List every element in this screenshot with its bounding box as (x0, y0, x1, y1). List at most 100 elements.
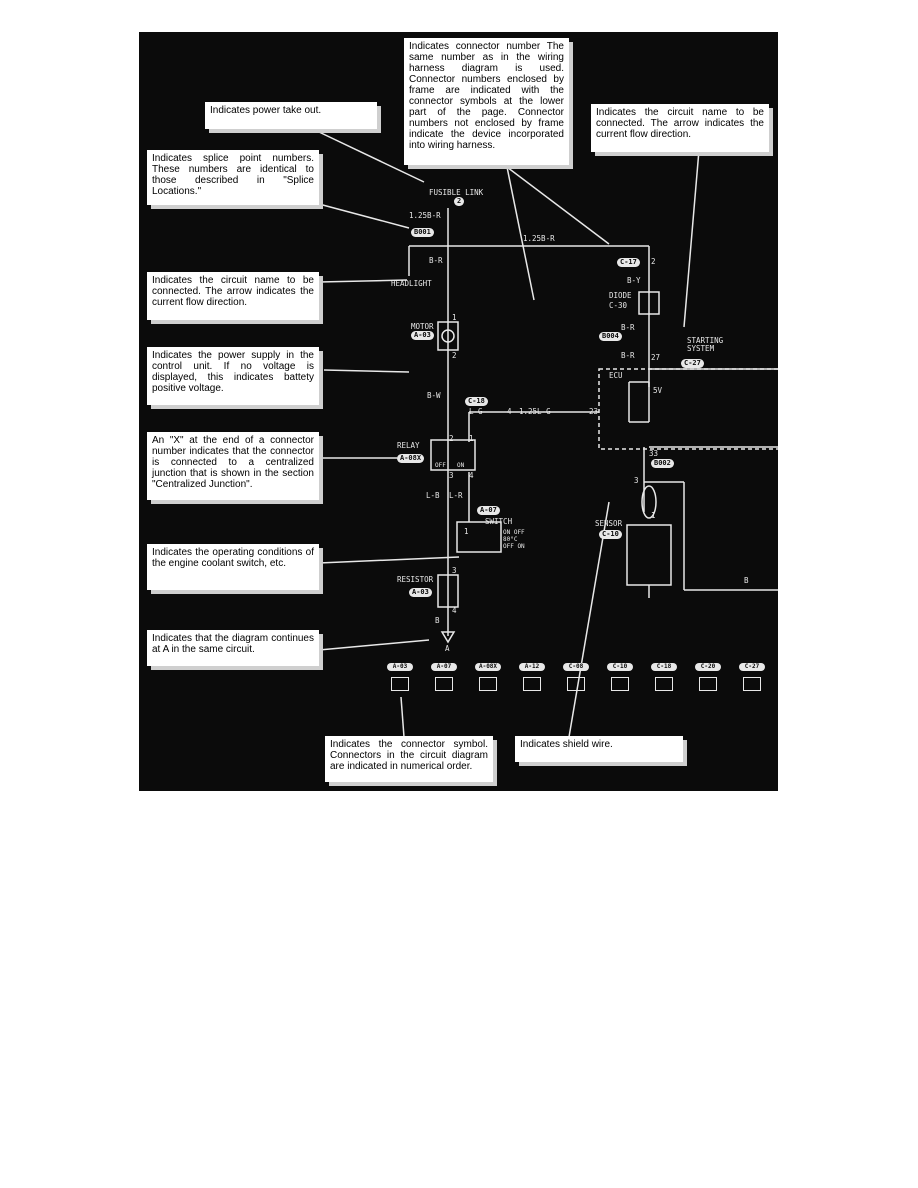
connector-symbol-icon (699, 677, 717, 691)
callout-power-supply: Indicates the power supply in the contro… (147, 347, 319, 405)
switch-box (456, 521, 502, 553)
connector-symbol-icon (479, 677, 497, 691)
connector-tag: C-18 (465, 397, 488, 406)
connector-tag: C-17 (617, 258, 640, 267)
callout-connector-number: Indicates connector number The same numb… (404, 38, 569, 165)
pin-number: 1 (464, 527, 469, 536)
diode-connector-label: C-30 (609, 301, 628, 310)
connector-legend-tag: A-08X (475, 663, 501, 671)
diode-symbol (638, 291, 660, 315)
wiring-diagram-panel: Indicates connector number The same numb… (139, 32, 778, 791)
connector-legend-tag: C-08 (563, 663, 589, 671)
callout-splice-point: Indicates splice point numbers. These nu… (147, 150, 319, 205)
shield-symbol (641, 485, 657, 519)
continuation-marker: A (445, 644, 450, 653)
pin-number: 4 (452, 606, 457, 615)
switch-temp-label: 80°C (503, 536, 518, 543)
callout-shield-wire: Indicates shield wire. (515, 736, 683, 762)
connector-symbol-icon (743, 677, 761, 691)
wire-label: L-G (469, 407, 483, 416)
connector-legend-tag: A-12 (519, 663, 545, 671)
wire-label: L-B (426, 491, 440, 500)
pin-number: 2 (651, 257, 656, 266)
callout-operating-conditions: Indicates the operating conditions of th… (147, 544, 319, 590)
pin-number: 27 (651, 353, 661, 362)
pin-number: 1 (469, 434, 474, 443)
pin-number: 3 (449, 471, 454, 480)
connector-symbol-icon (567, 677, 585, 691)
starting-system-label: STARTING SYSTEM (687, 336, 724, 353)
connector-tag: A-03 (409, 588, 432, 597)
wire-label: 1.25L-G (519, 407, 551, 416)
motor-symbol (441, 329, 455, 343)
wire-label: B-R (621, 351, 635, 360)
switch-state-label: OFF ON (503, 543, 525, 550)
wire-label: L-R (449, 491, 463, 500)
connector-legend-tag: A-07 (431, 663, 457, 671)
motor-box (437, 321, 459, 351)
wire-label: B (435, 616, 440, 625)
headlight-label: HEADLIGHT (391, 279, 432, 288)
sensor-box (626, 524, 672, 586)
connector-legend: A-03 A-07 A-08X A-12 C-08 C-10 C-18 C-20 C-27 (379, 657, 777, 697)
diode-label: DIODE (609, 291, 632, 300)
callout-power-take-out: Indicates power take out. (205, 102, 377, 129)
connector-symbol-icon (435, 677, 453, 691)
pin-number: 2 (449, 434, 454, 443)
connector-legend-tag: C-10 (607, 663, 633, 671)
resistor-label: RESISTOR (397, 575, 434, 584)
wiring-lines (318, 131, 778, 738)
wire-label: B-W (427, 391, 441, 400)
connector-tag: C-10 (599, 530, 622, 539)
connector-tag: A-03 (411, 331, 434, 340)
relay-label: RELAY (397, 441, 420, 450)
splice-tag: B001 (411, 228, 434, 237)
shield-tag: B002 (651, 459, 674, 468)
fusible-link-label: FUSIBLE LINK (429, 188, 484, 197)
callout-x-connector: An "X" at the end of a connector number … (147, 432, 319, 500)
ecu-label: ECU (609, 371, 623, 380)
pin-number: 2 (452, 351, 457, 360)
connector-legend-tag: C-27 (739, 663, 765, 671)
connector-tag: C-27 (681, 359, 704, 368)
connector-tag: A-08X (397, 454, 425, 463)
connector-symbol-icon (611, 677, 629, 691)
switch-state-label: ON OFF (503, 529, 525, 536)
callout-circuit-name-right: Indicates the circuit name to be connect… (591, 104, 769, 152)
connector-symbol-icon (523, 677, 541, 691)
relay-on-label: ON (457, 462, 465, 469)
switch-label: SWITCH (485, 517, 513, 526)
fusible-link-number: 2 (454, 197, 465, 206)
pin-number: 1 (651, 511, 656, 520)
resistor-box (437, 574, 459, 608)
wire-label: 1.25B-R (409, 211, 441, 220)
wire-label: B-Y (627, 276, 641, 285)
wire-label: B-R (621, 323, 635, 332)
callout-circuit-name-left: Indicates the circuit name to be connect… (147, 272, 319, 320)
pin-number: 1 (452, 313, 457, 322)
pin-number: 3 (452, 566, 457, 575)
pin-number: 4 (507, 407, 512, 416)
callout-continues: Indicates that the diagram continues at … (147, 630, 319, 666)
wire-label: B (744, 576, 749, 585)
ecu-box (598, 368, 778, 450)
connector-legend-tag: C-18 (651, 663, 677, 671)
connector-tag: A-07 (477, 506, 500, 515)
pin-number: 23 (589, 407, 599, 416)
connector-symbol-icon (655, 677, 673, 691)
connector-legend-tag: C-20 (695, 663, 721, 671)
pin-number: 3 (634, 476, 639, 485)
connector-symbol-icon (391, 677, 409, 691)
voltage-5v-label: 5V (653, 386, 663, 395)
pin-number: 4 (469, 471, 474, 480)
wire-label: 1.25B-R (523, 234, 555, 243)
continuation-triangle (440, 631, 456, 644)
relay-off-label: OFF (435, 462, 446, 469)
relay-box (430, 439, 476, 471)
splice-tag: B004 (599, 332, 622, 341)
motor-label: MOTOR (411, 322, 434, 331)
connector-legend-tag: A-03 (387, 663, 413, 671)
sensor-label: SENSOR (595, 519, 623, 528)
callout-connector-symbol: Indicates the connector symbol. Connecto… (325, 736, 493, 782)
wire-label: B-R (429, 256, 443, 265)
